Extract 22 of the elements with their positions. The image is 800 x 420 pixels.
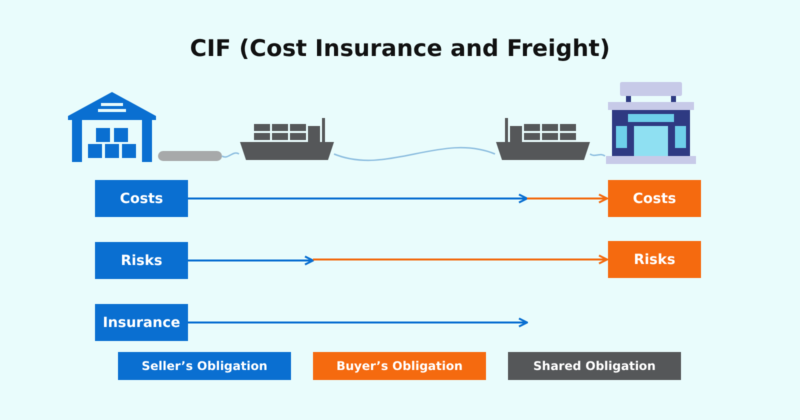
cargo-ship-icon: [240, 118, 334, 160]
arrow: [313, 254, 608, 264]
route-line: [334, 147, 496, 161]
obligation-box: Risks: [95, 242, 188, 279]
arrow: [527, 194, 608, 204]
arrow: [188, 256, 314, 266]
obligation-box: Risks: [608, 241, 701, 278]
obligation-box: Costs: [608, 180, 701, 217]
route-line: [590, 153, 606, 157]
obligation-box: Insurance: [95, 304, 188, 341]
legend-item: Buyer’s Obligation: [313, 352, 486, 380]
legend-item: Seller’s Obligation: [118, 352, 291, 380]
title: CIF (Cost Insurance and Freight): [188, 36, 612, 62]
arrow: [188, 318, 528, 328]
warehouse-icon: [68, 92, 156, 162]
cargo-ship-icon: [496, 118, 590, 160]
route-line: [222, 152, 240, 158]
dock-bar: [158, 151, 222, 161]
shop-icon: [606, 82, 696, 164]
obligation-box: Costs: [95, 180, 188, 217]
legend-item: Shared Obligation: [508, 352, 681, 380]
arrow: [188, 194, 528, 204]
